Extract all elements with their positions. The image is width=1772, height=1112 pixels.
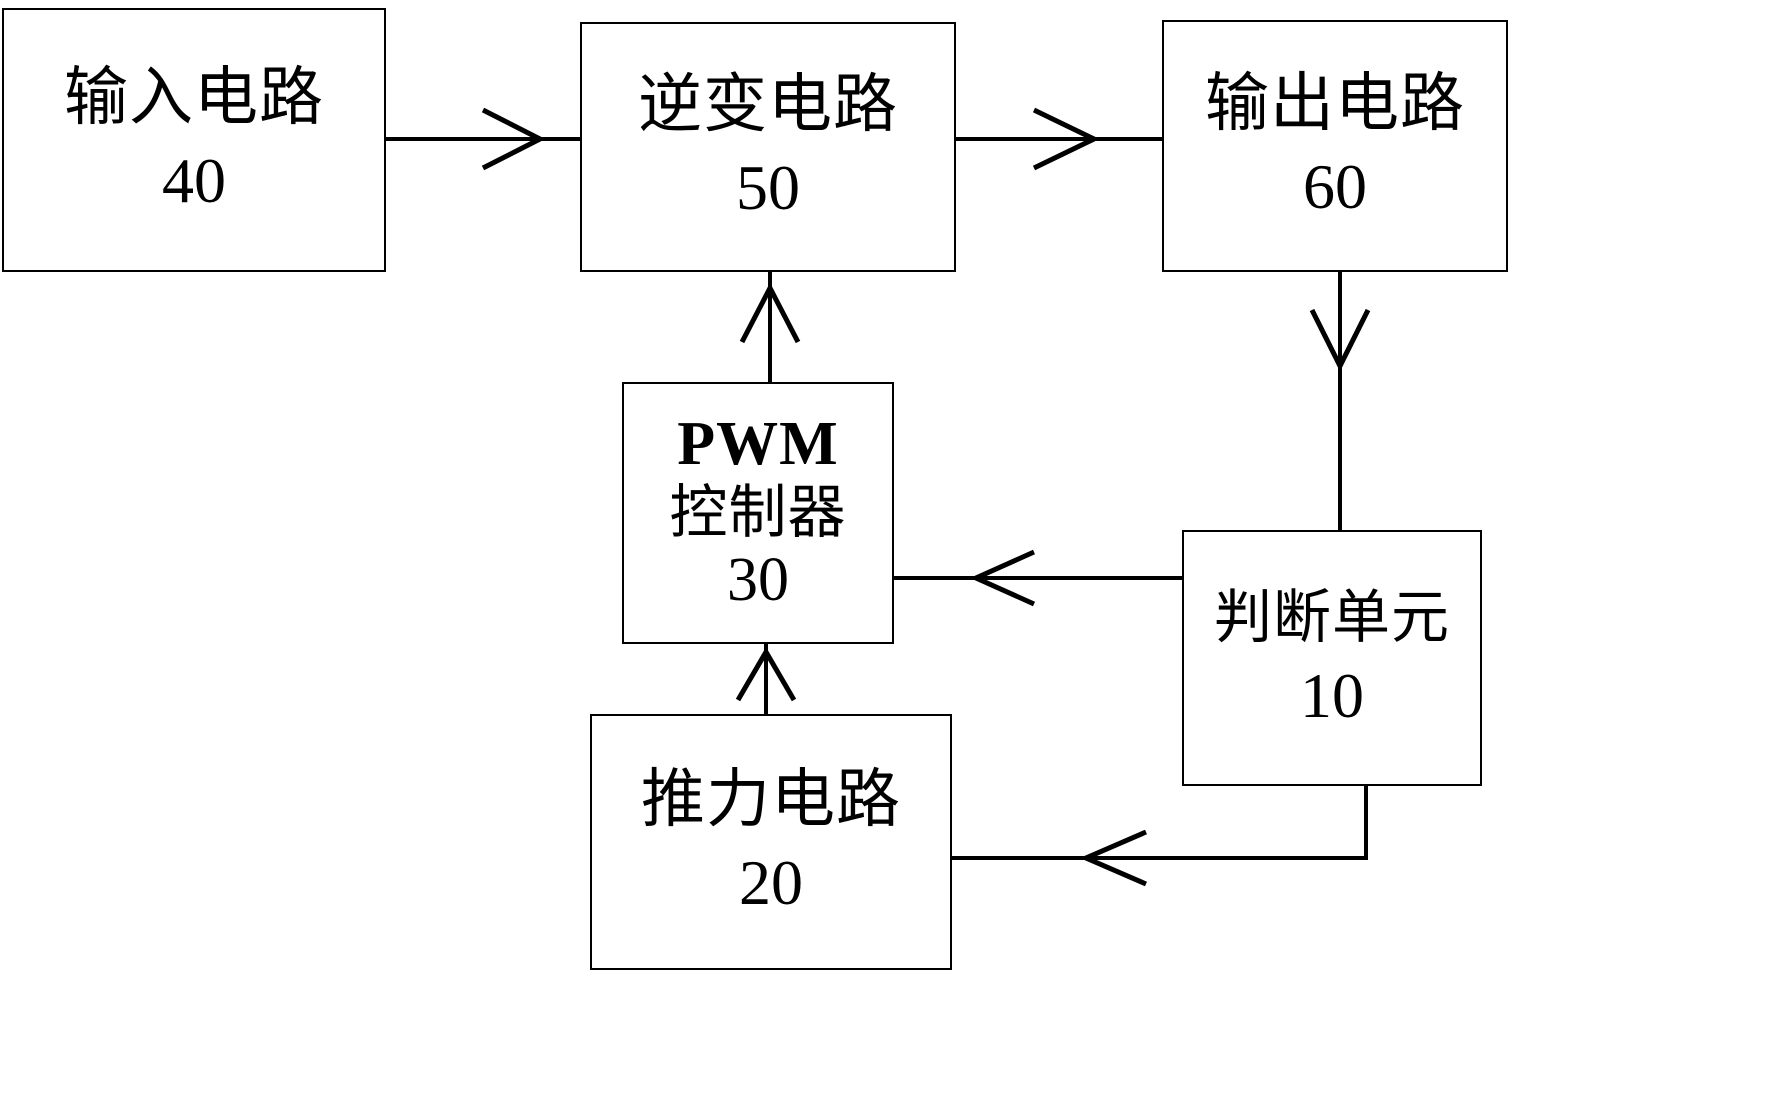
block-inverter-circuit-number: 50 — [736, 152, 800, 223]
block-thrust-circuit[interactable]: 推力电路 20 — [590, 714, 952, 970]
block-pwm-controller[interactable]: PWM 控制器 30 — [622, 382, 894, 644]
block-pwm-controller-label: 控制器 — [669, 477, 847, 546]
block-judgment-unit-number: 10 — [1300, 659, 1364, 731]
connector-input-to-inverter — [386, 107, 580, 171]
block-judgment-unit-label: 判断单元 — [1213, 582, 1450, 651]
connector-judge-to-thrust — [952, 786, 1368, 887]
connector-inverter-to-output — [956, 107, 1162, 171]
block-inverter-circuit[interactable]: 逆变电路 50 — [580, 22, 956, 272]
block-thrust-circuit-label: 推力电路 — [641, 763, 901, 838]
block-pwm-controller-number: 30 — [727, 546, 789, 615]
block-pwm-controller-label-latin: PWM — [677, 410, 839, 479]
block-input-circuit-label: 输入电路 — [64, 61, 324, 136]
block-input-circuit-number: 40 — [162, 145, 226, 216]
connector-pwm-to-inverter — [739, 272, 801, 382]
block-input-circuit[interactable]: 输入电路 40 — [2, 8, 386, 272]
block-output-circuit-number: 60 — [1303, 151, 1367, 222]
block-thrust-circuit-number: 20 — [739, 847, 803, 918]
block-output-circuit[interactable]: 输出电路 60 — [1162, 20, 1508, 272]
connector-judge-to-pwm — [894, 549, 1182, 607]
connector-output-to-judge — [1309, 272, 1371, 530]
connector-thrust-to-pwm — [735, 644, 797, 714]
block-inverter-circuit-label: 逆变电路 — [638, 68, 898, 143]
block-output-circuit-label: 输出电路 — [1205, 67, 1465, 142]
block-judgment-unit[interactable]: 判断单元 10 — [1182, 530, 1482, 786]
